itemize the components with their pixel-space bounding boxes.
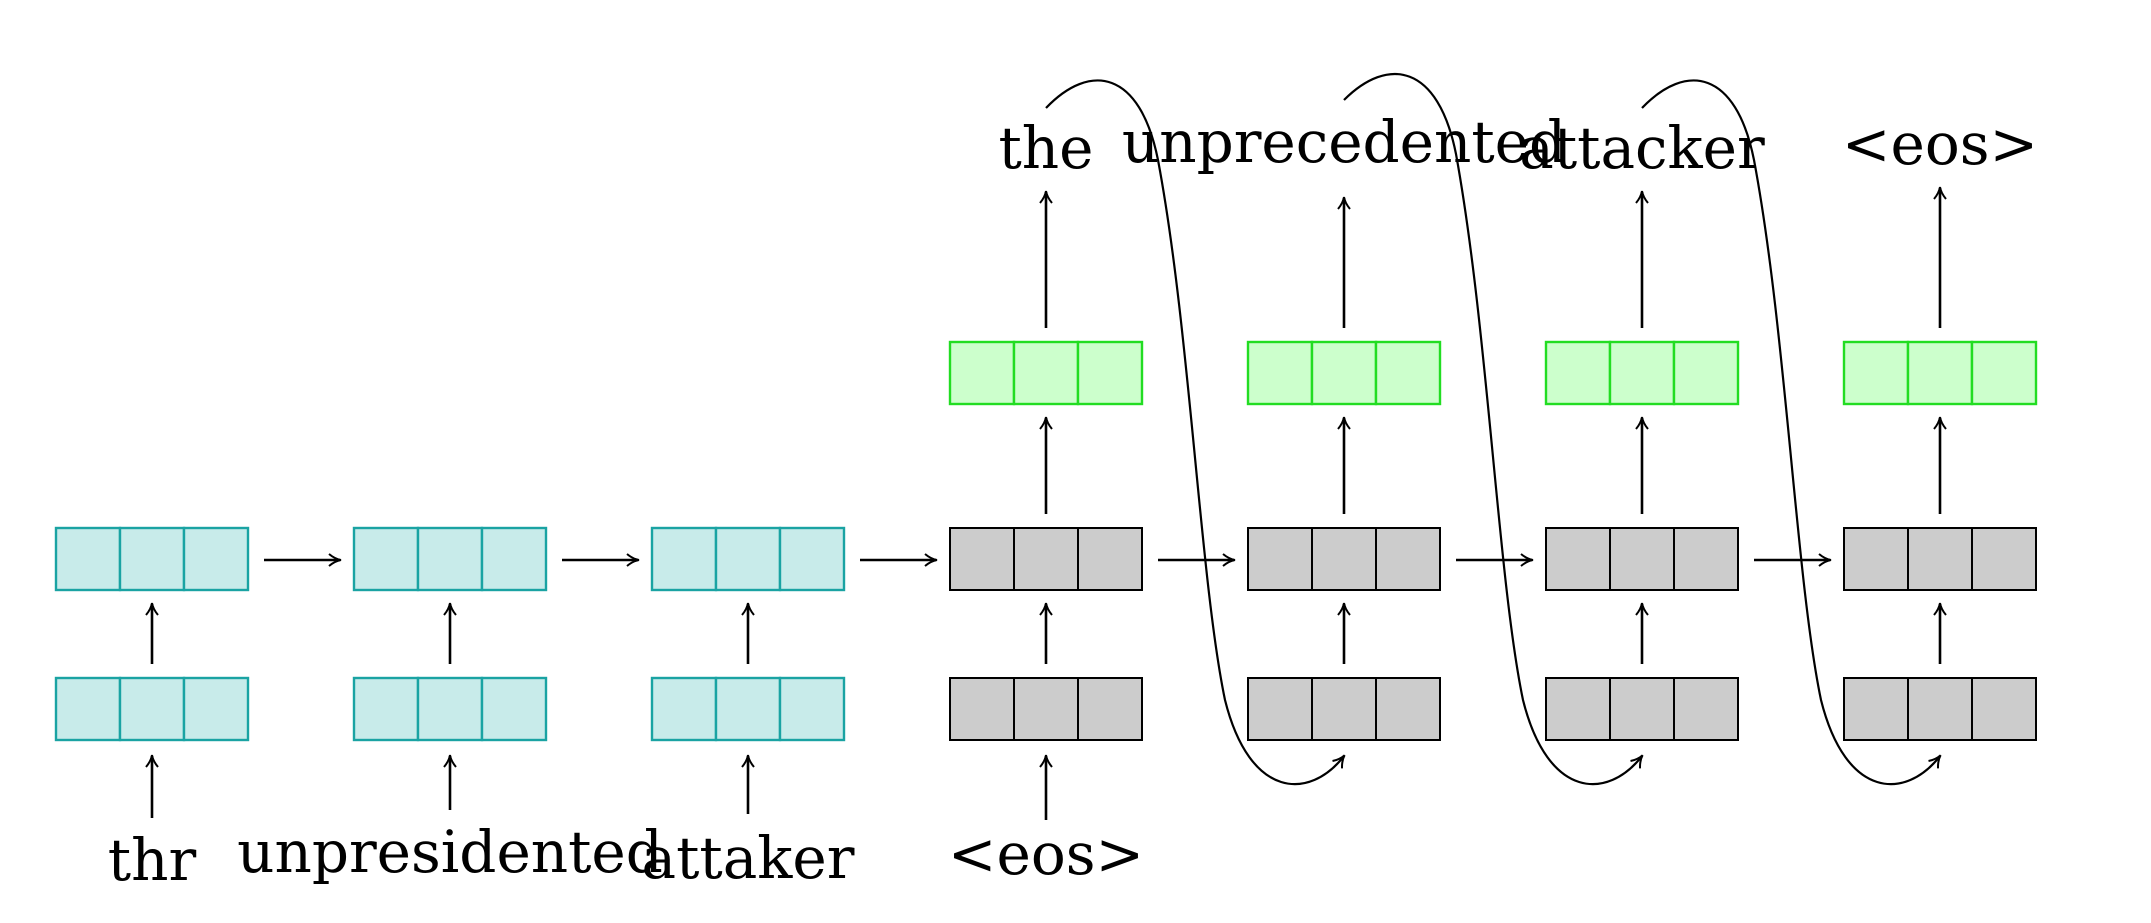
decoder-hidden-4 [1843,527,2037,591]
encoder-step-1: thr [54,526,250,894]
decoder-output-word-3: attacker [1519,114,1765,182]
decoder-step-3: attacker [1519,114,1765,741]
decoder-embedding-3 [1545,677,1739,741]
encoder-hidden-3 [650,526,846,592]
decoder-output-1 [948,340,1144,406]
encoder-embedding-3 [650,676,846,742]
decoder-hidden-2 [1247,527,1441,591]
encoder-hidden-2 [352,526,548,592]
feedback-curve-2 [1343,72,1644,786]
encoder-input-2: unpresidented [237,818,663,886]
decoder-embedding-4 [1843,677,2037,741]
decoder-hidden-1 [949,527,1143,591]
decoder-output-word-4: <eos> [1842,110,2038,178]
decoder-embedding-2 [1247,677,1441,741]
decoder-embedding-1 [949,677,1143,741]
encoder-embedding-2 [352,676,548,742]
encoder-hidden-1 [54,526,250,592]
decoder-input-1: <eos> [948,820,1144,888]
decoder-output-word-2: unprecedented [1122,108,1566,176]
feedback-curve-3 [1641,79,1942,786]
decoder-output-4 [1842,340,2038,406]
decoder-output-word-1: the [999,114,1094,182]
decoder-output-3 [1544,340,1740,406]
feedback-curve-1 [1045,79,1346,786]
encoder-embedding-1 [54,676,250,742]
decoder-step-1: <eos> the [948,114,1144,888]
decoder-step-2: unprecedented [1122,108,1566,741]
encoder-input-1: thr [108,826,197,894]
encoder-step-2: unpresidented [237,526,663,886]
decoder-hidden-3 [1545,527,1739,591]
decoder-step-4: <eos> [1842,110,2038,741]
decoder-output-2 [1246,340,1442,406]
encoder-step-3: attaker [642,526,855,892]
encoder-input-3: attaker [642,824,855,892]
